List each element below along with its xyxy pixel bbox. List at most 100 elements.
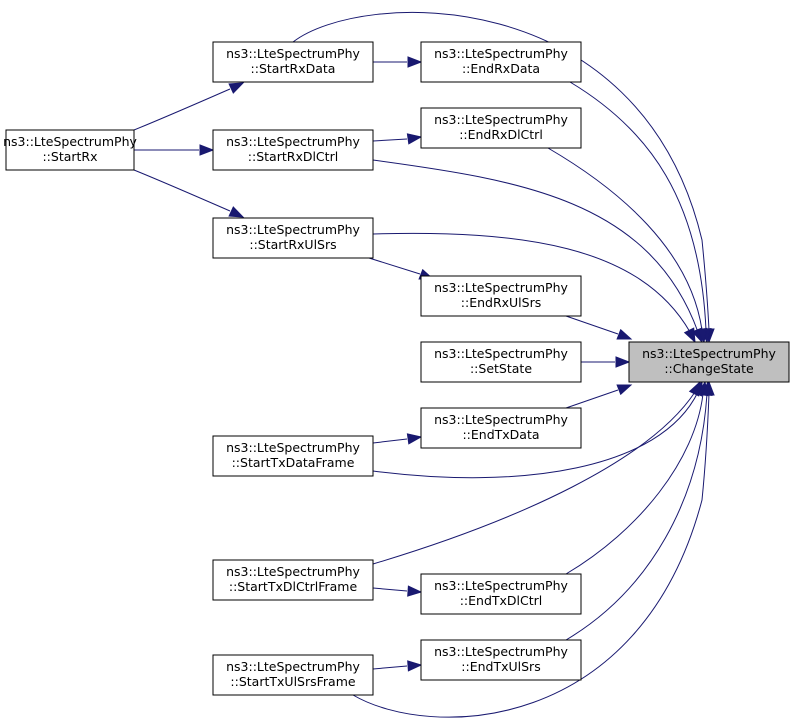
node-label-line1: ns3::LteSpectrumPhy (226, 134, 360, 149)
node-label-line1: ns3::LteSpectrumPhy (226, 46, 360, 61)
edge-line (372, 159, 699, 333)
node-label-line1: ns3::LteSpectrumPhy (434, 644, 568, 659)
node-box (420, 407, 582, 449)
arrowhead-icon (696, 327, 708, 344)
arrowhead-icon (683, 327, 696, 344)
edge-line (133, 88, 231, 131)
node-start-rx[interactable]: ns3::LteSpectrumPhy::StartRx (3, 129, 137, 171)
arrowhead-icon (228, 82, 245, 94)
edge-start_rx-to-start_rx_data (133, 82, 245, 131)
edge-start_rx_data-to-end_rx_data (373, 56, 423, 68)
edge-line (372, 232, 691, 333)
edge-line (565, 389, 619, 409)
graph-nodes: ns3::LteSpectrumPhy::StartRxns3::LteSpec… (3, 41, 790, 696)
node-end-tx-ul-srs[interactable]: ns3::LteSpectrumPhy::EndTxUlSrs (420, 639, 582, 681)
node-label-line2: ::EndTxData (462, 427, 539, 442)
edge-line (547, 147, 703, 331)
edge-end_tx_data-to-change_state (565, 384, 633, 409)
node-label-line1: ns3::LteSpectrumPhy (226, 659, 360, 674)
edge-line (565, 393, 708, 641)
node-box (420, 573, 582, 615)
arrowhead-icon (407, 660, 423, 672)
node-end-tx-dl-ctrl[interactable]: ns3::LteSpectrumPhy::EndTxDlCtrl (420, 573, 582, 615)
node-label-line1: ns3::LteSpectrumPhy (434, 112, 568, 127)
node-label-line2: ::StartTxDataFrame (232, 455, 355, 470)
edge-end_rx_ul_srs-to-change_state (565, 315, 633, 340)
node-label-line2: ::ChangeState (664, 361, 754, 376)
edge-line (292, 12, 710, 331)
edge-line (133, 169, 231, 212)
node-box (212, 559, 374, 601)
node-end-rx-data[interactable]: ns3::LteSpectrumPhy::EndRxData (420, 41, 582, 83)
node-box (420, 639, 582, 681)
edge-line (372, 665, 408, 670)
node-box (420, 275, 582, 317)
node-change-state: ns3::LteSpectrumPhy::ChangeState (628, 341, 790, 383)
node-label-line1: ns3::LteSpectrumPhy (642, 346, 776, 361)
node-box (420, 341, 582, 383)
node-end-rx-ul-srs[interactable]: ns3::LteSpectrumPhy::EndRxUlSrs (420, 275, 582, 317)
arrowhead-icon (199, 144, 215, 156)
node-label-line1: ns3::LteSpectrumPhy (434, 346, 568, 361)
node-start-rx-data[interactable]: ns3::LteSpectrumPhy::StartRxData (212, 41, 374, 83)
edge-line (372, 438, 408, 444)
node-label-line1: ns3::LteSpectrumPhy (226, 564, 360, 579)
edge-start_rx_ul_srs-to-change_state (372, 232, 696, 344)
node-set-state[interactable]: ns3::LteSpectrumPhy::SetState (420, 341, 582, 383)
node-start-tx-ul-srs-frame[interactable]: ns3::LteSpectrumPhy::StartTxUlSrsFrame (212, 654, 374, 696)
node-box (5, 129, 135, 171)
arrowhead-icon (616, 328, 633, 340)
edge-start_rx-to-start_rx_dl_ctrl (134, 144, 215, 156)
node-box (212, 435, 374, 477)
node-start-rx-ul-srs[interactable]: ns3::LteSpectrumPhy::StartRxUlSrs (212, 217, 374, 259)
node-label-line1: ns3::LteSpectrumPhy (434, 578, 568, 593)
node-label-line1: ns3::LteSpectrumPhy (434, 46, 568, 61)
arrowhead-icon (407, 56, 423, 68)
node-box (628, 341, 790, 383)
node-box (212, 129, 374, 171)
node-label-line2: ::EndRxUlSrs (461, 295, 541, 310)
node-label-line2: ::StartTxUlSrsFrame (230, 674, 355, 689)
node-label-line1: ns3::LteSpectrumPhy (226, 222, 360, 237)
edge-start_rx_dl_ctrl-to-end_rx_dl_ctrl (372, 133, 423, 145)
node-label-line1: ns3::LteSpectrumPhy (434, 412, 568, 427)
edge-end_rx_dl_ctrl-to-change_state (547, 147, 708, 344)
arrowhead-icon (228, 206, 245, 218)
node-label-line2: ::StartRxUlSrs (249, 237, 336, 252)
arrowhead-icon (615, 356, 631, 368)
node-end-tx-data[interactable]: ns3::LteSpectrumPhy::EndTxData (420, 407, 582, 449)
node-end-rx-dl-ctrl[interactable]: ns3::LteSpectrumPhy::EndRxDlCtrl (420, 107, 582, 149)
arrowhead-icon (406, 133, 423, 145)
node-label-line2: ::EndRxDlCtrl (459, 127, 543, 142)
node-label-line2: ::StartTxDlCtrlFrame (229, 579, 358, 594)
node-start-tx-data-frame[interactable]: ns3::LteSpectrumPhy::StartTxDataFrame (212, 435, 374, 477)
node-label-line2: ::SetState (470, 361, 532, 376)
node-box (212, 41, 374, 83)
node-label-line2: ::StartRxDlCtrl (248, 149, 338, 164)
edge-start_tx_dl_ctrl_frame-to-change_state (372, 380, 701, 565)
node-box (420, 41, 582, 83)
node-box (212, 217, 374, 259)
edge-line (352, 393, 710, 718)
arrowhead-icon (688, 380, 701, 397)
edge-line (372, 587, 408, 592)
edge-start_rx-to-start_rx_ul_srs (133, 169, 245, 218)
edge-line (372, 138, 408, 142)
node-box (212, 654, 374, 696)
edge-start_tx_dl_ctrl_frame-to-end_tx_dl_ctrl (372, 585, 423, 597)
node-start-tx-dl-ctrl-frame[interactable]: ns3::LteSpectrumPhy::StartTxDlCtrlFrame (212, 559, 374, 601)
edge-end_rx_data-to-change_state (569, 81, 712, 344)
node-box (420, 107, 582, 149)
edge-line (565, 315, 619, 335)
node-label-line2: ::EndTxDlCtrl (460, 593, 543, 608)
edge-line (565, 393, 704, 575)
edge-line (569, 81, 707, 331)
edge-end_tx_ul_srs-to-change_state (565, 380, 713, 641)
arrowhead-icon (616, 384, 633, 396)
edge-line (368, 257, 421, 275)
arrowhead-icon (406, 433, 423, 445)
node-start-rx-dl-ctrl[interactable]: ns3::LteSpectrumPhy::StartRxDlCtrl (212, 129, 374, 171)
node-label-line2: ::StartRxData (251, 61, 336, 76)
node-label-line1: ns3::LteSpectrumPhy (434, 280, 568, 295)
